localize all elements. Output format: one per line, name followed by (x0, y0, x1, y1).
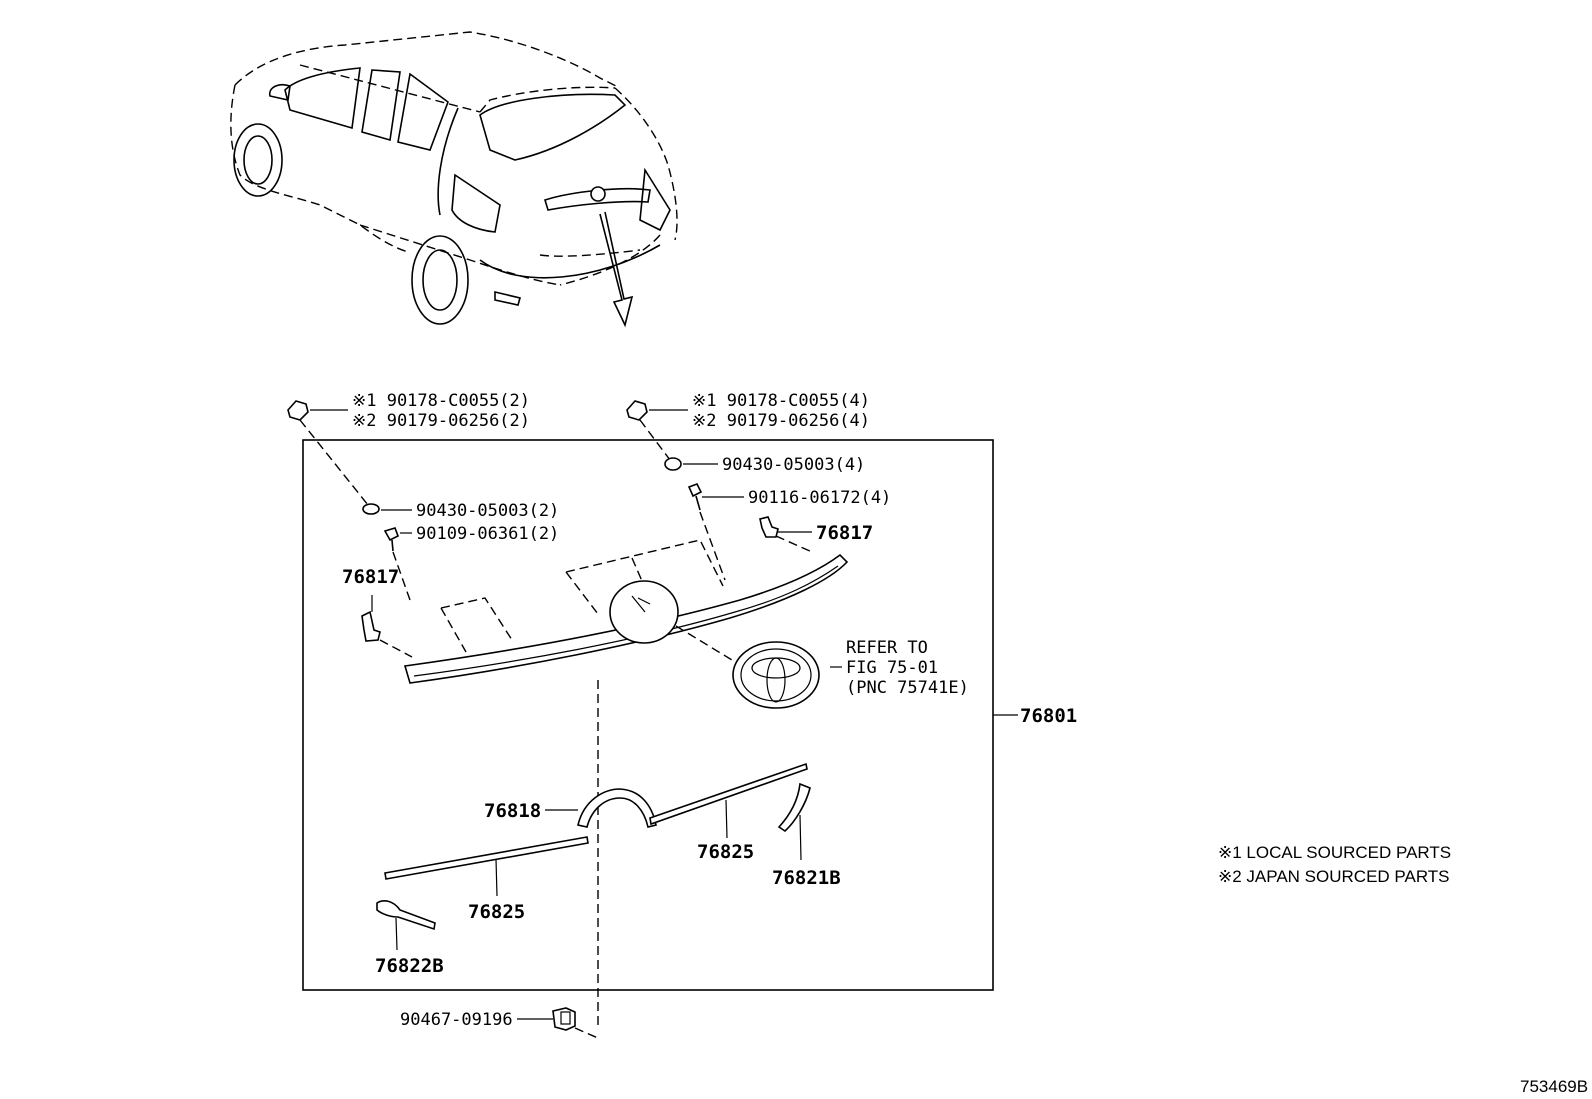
label-clip-right: 76817 (816, 522, 873, 544)
clip-right-icon (759, 516, 812, 538)
moulding-left (384, 836, 589, 897)
end-piece-left (376, 900, 436, 951)
label-end-left: 76822B (375, 955, 444, 977)
nut-right-icon (626, 400, 688, 421)
washer-left-icon (362, 503, 412, 515)
label-grommet: 90467-09196 (400, 1010, 513, 1030)
bolt-right-icon (687, 482, 744, 511)
label-refer-1: REFER TO (846, 638, 928, 658)
vehicle-illustration (230, 31, 678, 328)
label-bolt-left: 90109-06361(2) (416, 524, 559, 544)
toyota-emblem (732, 641, 842, 709)
emblem-base (609, 580, 679, 644)
assembly-box (302, 439, 994, 991)
moulding-right (649, 762, 808, 839)
note-local-sourced: ※1 LOCAL SOURCED PARTS (1218, 843, 1451, 862)
clip-left-icon (361, 595, 381, 642)
note-japan-sourced: ※2 JAPAN SOURCED PARTS (1218, 867, 1450, 886)
label-refer-2: FIG 75-01 (846, 658, 938, 678)
figure-id: 753469B (1520, 1077, 1588, 1096)
label-washer-left: 90430-05003(2) (416, 501, 559, 521)
nut-left-icon (287, 400, 348, 421)
label-mould-center: 76818 (484, 800, 541, 822)
label-assembly: 76801 (1020, 705, 1077, 727)
label-mould-left: 76825 (468, 901, 525, 923)
label-end-right: 76821B (772, 867, 841, 889)
label-nut-left-2: ※2 90179-06256(2) (352, 411, 530, 431)
label-nut-right-1: ※1 90178-C0055(4) (692, 391, 870, 411)
label-nut-right-2: ※2 90179-06256(4) (692, 411, 870, 431)
label-refer-3: (PNC 75741E) (846, 678, 969, 698)
label-mould-right: 76825 (697, 841, 754, 863)
label-nut-left-1: ※1 90178-C0055(2) (352, 391, 530, 411)
back-door-garnish (403, 539, 849, 684)
grommet-icon (517, 1007, 576, 1031)
bolt-left-icon (383, 527, 412, 552)
end-piece-right (777, 782, 811, 861)
label-bolt-right: 90116-06172(4) (748, 488, 891, 508)
label-clip-left: 76817 (342, 566, 399, 588)
washer-right-icon (664, 457, 718, 471)
label-washer-right: 90430-05003(4) (722, 455, 865, 475)
moulding-center (545, 788, 657, 828)
